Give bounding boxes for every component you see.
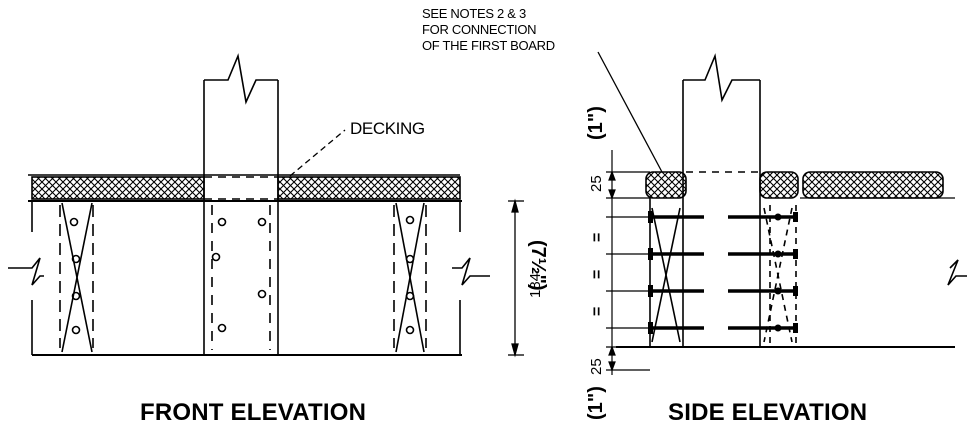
third-board [802,171,944,199]
decking-leader [289,129,346,177]
decking-right [277,176,461,200]
depth-dimension [508,198,524,358]
decking-left [31,176,205,200]
break-line-right [452,257,490,286]
side-post [682,53,761,347]
first-board [645,171,687,199]
note-line-1: SEE NOTES 2 & 3 [422,6,526,21]
bottom-in-label: (1") [585,386,607,420]
top-mm-label: 25 [588,175,605,192]
front-elevation-title: FRONT ELEVATION [140,399,366,426]
bottom-mm-label: 25 [588,358,605,375]
blocking-right [393,202,427,353]
break-line-left [8,257,44,286]
note-leader [597,51,663,173]
blocking-left [59,202,94,353]
top-in-label: (1") [585,106,607,140]
note-line-2: FOR CONNECTION [422,22,536,37]
depth-mm-label: 184 [527,273,544,298]
decking-label: DECKING [350,119,425,138]
equal-mark: = [589,307,606,316]
note-line-3: OF THE FIRST BOARD [422,38,555,53]
equal-mark: = [589,270,606,279]
bolts [650,215,798,330]
equal-mark: = [589,233,606,242]
second-board [759,171,799,199]
front-elevation [8,53,524,358]
side-elevation-title: SIDE ELEVATION [668,399,867,426]
post [203,53,279,355]
break-line-side [947,259,967,286]
depth-in-label: (7½") [527,240,549,291]
side-elevation [597,51,967,375]
side-dimension-chain [606,150,650,375]
